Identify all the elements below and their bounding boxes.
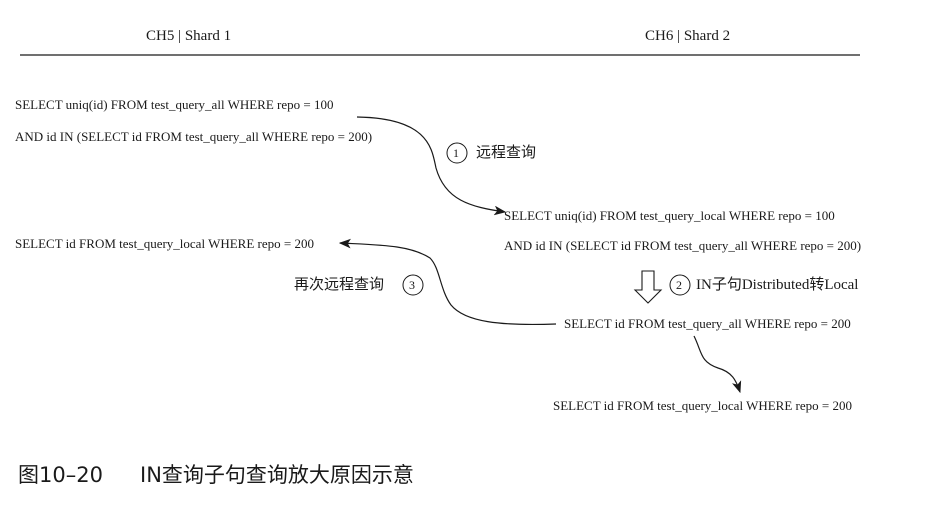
local-dispatch-arrow — [693, 335, 742, 394]
original-query-line2: AND id IN (SELECT id FROM test_query_all… — [15, 129, 373, 144]
shard2-local-subquery: SELECT id FROM test_query_local WHERE re… — [553, 398, 852, 413]
step1-number: 1 — [453, 146, 459, 160]
step3-circle-icon — [402, 274, 424, 296]
shard1-local-subquery: SELECT id FROM test_query_local WHERE re… — [15, 236, 314, 251]
shard2-header: CH6 | Shard 2 — [645, 28, 731, 44]
step2-circle-icon — [669, 274, 691, 296]
shard1-header: CH5 | Shard 1 — [146, 28, 232, 44]
remote-query-line2: AND id IN (SELECT id FROM test_query_all… — [504, 238, 862, 253]
step3-number: 3 — [409, 278, 415, 292]
step1-circle-icon — [446, 142, 468, 164]
remote-query-arrow — [356, 116, 507, 216]
step2-label: IN子句Distributed转Local — [696, 277, 859, 293]
original-query-line1: SELECT uniq(id) FROM test_query_all WHER… — [15, 97, 334, 112]
figure-caption: IN查询子句查询放大原因示意 — [140, 463, 414, 487]
distributed-subquery: SELECT id FROM test_query_all WHERE repo… — [564, 316, 851, 331]
conversion-down-arrow — [633, 270, 663, 304]
remote-query-line1: SELECT uniq(id) FROM test_query_local WH… — [504, 208, 835, 223]
step3-label: 再次远程查询 — [294, 277, 385, 293]
figure-number: 图10–20 — [18, 463, 103, 487]
second-remote-query-arrow — [338, 238, 557, 326]
step2-number: 2 — [676, 278, 682, 292]
step1-label: 远程查询 — [476, 145, 537, 161]
